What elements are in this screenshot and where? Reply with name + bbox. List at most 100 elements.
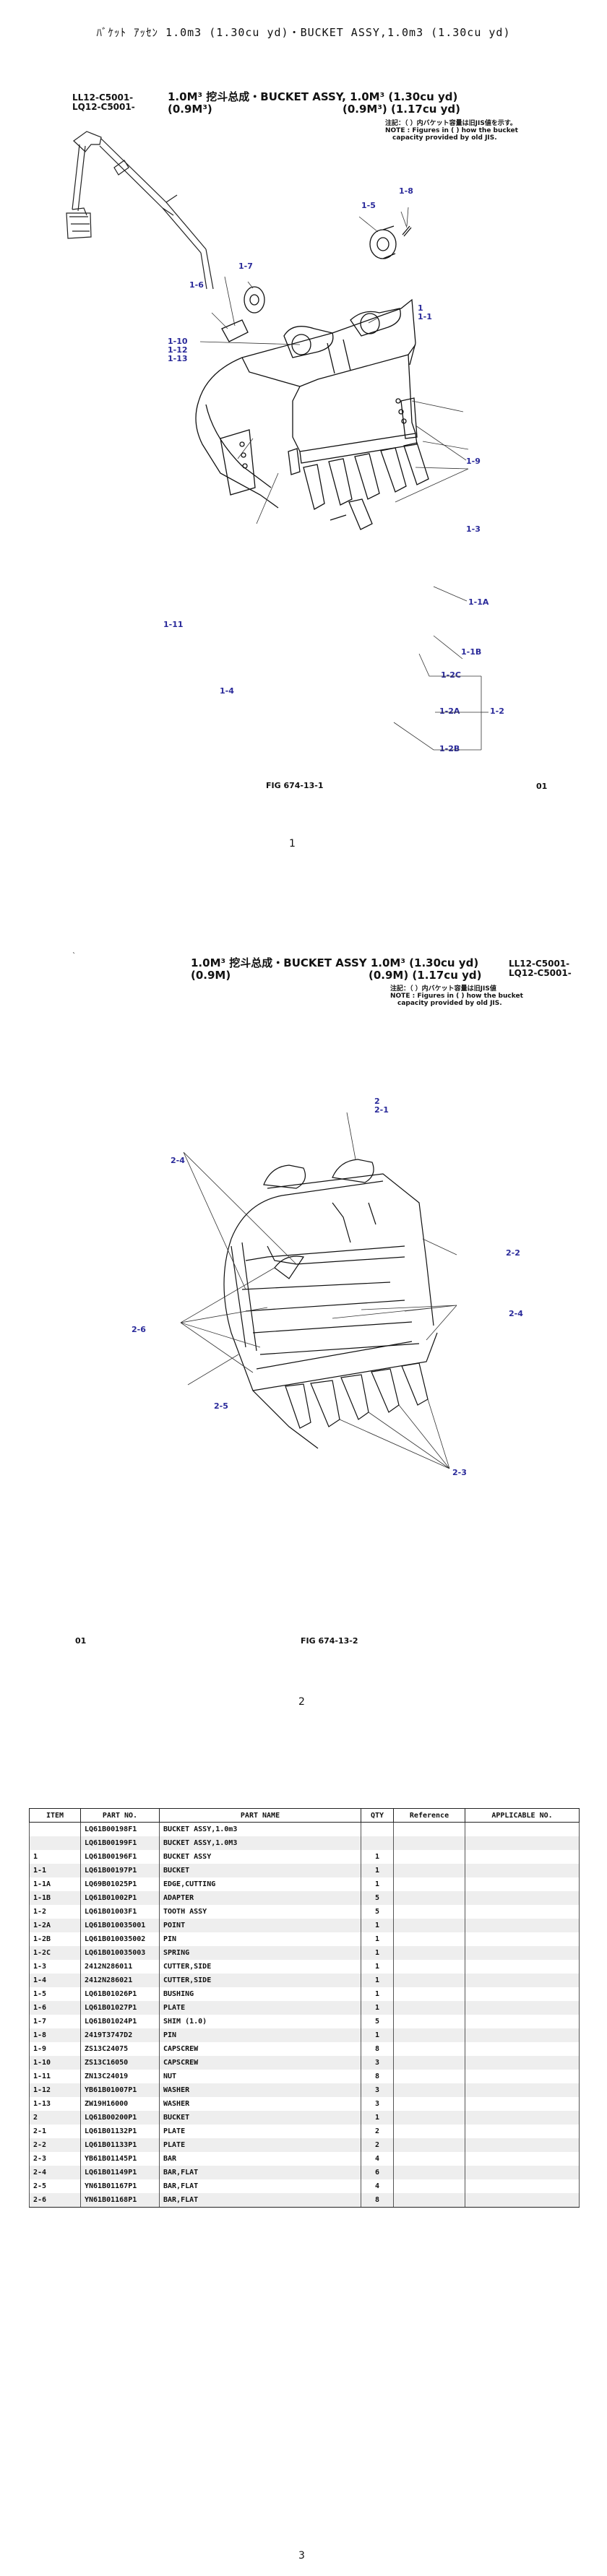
note-line: NOTE : Figures in ( ) how the bucket [390,993,523,1000]
reference-cell [393,1974,465,1987]
reference-cell [393,1864,465,1877]
qty-cell: 1 [361,1987,394,2001]
qty-cell: 1 [361,1919,394,1932]
reference-cell [393,2083,465,2097]
part-name-cell: BAR,FLAT [159,2193,361,2208]
part-name-cell: BUCKET ASSY,1.0m3 [159,1822,361,1836]
item-cell: 2-6 [29,2193,81,2208]
table-header-row: ITEM PART NO. PART NAME QTY Reference AP… [29,1808,580,1823]
part-name-cell: CUTTER,SIDE [159,1974,361,1987]
col-applicable-no: APPLICABLE NO. [465,1808,580,1823]
part-no-cell: 2412N286011 [80,1960,160,1974]
item-cell: 1-6 [29,2001,81,2015]
item-cell: 1-2 [29,1905,81,1919]
applicable-no-cell [465,1836,580,1850]
callout-1-12: 1-12 [168,345,188,355]
reference-cell [393,1905,465,1919]
reference-cell [393,2166,465,2179]
page-number-1: 1 [289,838,296,850]
part-name-cell: NUT [159,2070,361,2083]
applicable-no-cell [465,1946,580,1960]
reference-cell [393,1946,465,1960]
qty-cell: 2 [361,2125,394,2138]
part-name-cell: BAR [159,2152,361,2166]
callout-2-6: 2-6 [132,1325,146,1334]
corner-code-1: 01 [536,782,548,791]
callout-1: 1 [418,303,423,313]
item-cell [29,1822,81,1836]
item-cell [29,1836,81,1850]
callout-1-13: 1-13 [168,354,188,363]
callout-1-2: 1-2 [490,706,504,716]
item-cell: 1-10 [29,2056,81,2070]
callout-2-3: 2-3 [452,1468,467,1477]
applicable-no-cell [465,2001,580,2015]
part-name-cell: CAPSCREW [159,2042,361,2056]
reference-cell [393,2111,465,2125]
callout-1-8: 1-8 [399,186,413,196]
applicable-no-cell [465,2138,580,2152]
part-no-cell: LQ61B010035002 [80,1932,160,1946]
callout-2-2: 2-2 [506,1248,520,1258]
qty-cell: 2 [361,2138,394,2152]
qty-cell: 1 [361,1864,394,1877]
callout-2-5: 2-5 [214,1401,228,1411]
qty-cell: 3 [361,2097,394,2111]
reference-cell [393,2152,465,2166]
applicable-no-cell [465,2111,580,2125]
callout-1-6: 1-6 [189,280,204,290]
part-name-cell: CUTTER,SIDE [159,1960,361,1974]
part-no-cell: YB61B01007P1 [80,2083,160,2097]
part-no-cell: LQ61B00197P1 [80,1864,160,1877]
figure-label-1: FIG 674-13-1 [266,781,324,790]
callout-2-1: 2-1 [374,1105,389,1115]
corner-code-2: 01 [75,1636,87,1646]
part-name-cell: BUCKET ASSY,1.0M3 [159,1836,361,1850]
model-code-2a: LL12-C5001- [509,959,570,969]
qty-cell: 1 [361,2001,394,2015]
reference-cell [393,2125,465,2138]
part-name-cell: CAPSCREW [159,2056,361,2070]
callout-2-4-left: 2-4 [171,1156,185,1165]
reference-cell [393,2001,465,2015]
figure-title-2-capacity-left: (0.9M) [191,969,231,982]
item-cell: 1-2B [29,1932,81,1946]
applicable-no-cell [465,2083,580,2097]
applicable-no-cell [465,2152,580,2166]
callout-1-11: 1-11 [163,620,184,629]
part-name-cell: BUCKET [159,1864,361,1877]
item-cell: 2-4 [29,2166,81,2179]
item-cell: 1-12 [29,2083,81,2097]
applicable-no-cell [465,1864,580,1877]
part-name-cell: PLATE [159,2125,361,2138]
applicable-no-cell [465,2097,580,2111]
callout-leaders-1 [393,586,488,751]
callout-1-4: 1-4 [220,686,234,696]
callout-1-2B: 1-2B [439,744,460,753]
qty-cell: 5 [361,1891,394,1905]
callout-1-2A: 1-2A [439,706,460,716]
applicable-no-cell [465,1974,580,1987]
callout-2: 2 [374,1097,380,1106]
part-no-cell: LQ61B01003F1 [80,1905,160,1919]
page-mark: ` [72,952,76,960]
item-cell: 2-5 [29,2179,81,2193]
item-cell: 1-11 [29,2070,81,2083]
applicable-no-cell [465,2015,580,2028]
part-no-cell: YN61B01168P1 [80,2193,160,2208]
applicable-no-cell [465,2193,580,2208]
item-cell: 1-5 [29,1987,81,2001]
applicable-no-cell [465,2166,580,2179]
figure-title: 1.0M³ 挖斗总成・BUCKET ASSY, 1.0M³ (1.30cu yd… [168,90,458,103]
col-part-no: PART NO. [80,1808,160,1823]
part-name-cell: BUCKET [159,2111,361,2125]
callout-1-7: 1-7 [238,262,253,271]
part-name-cell: BAR,FLAT [159,2166,361,2179]
